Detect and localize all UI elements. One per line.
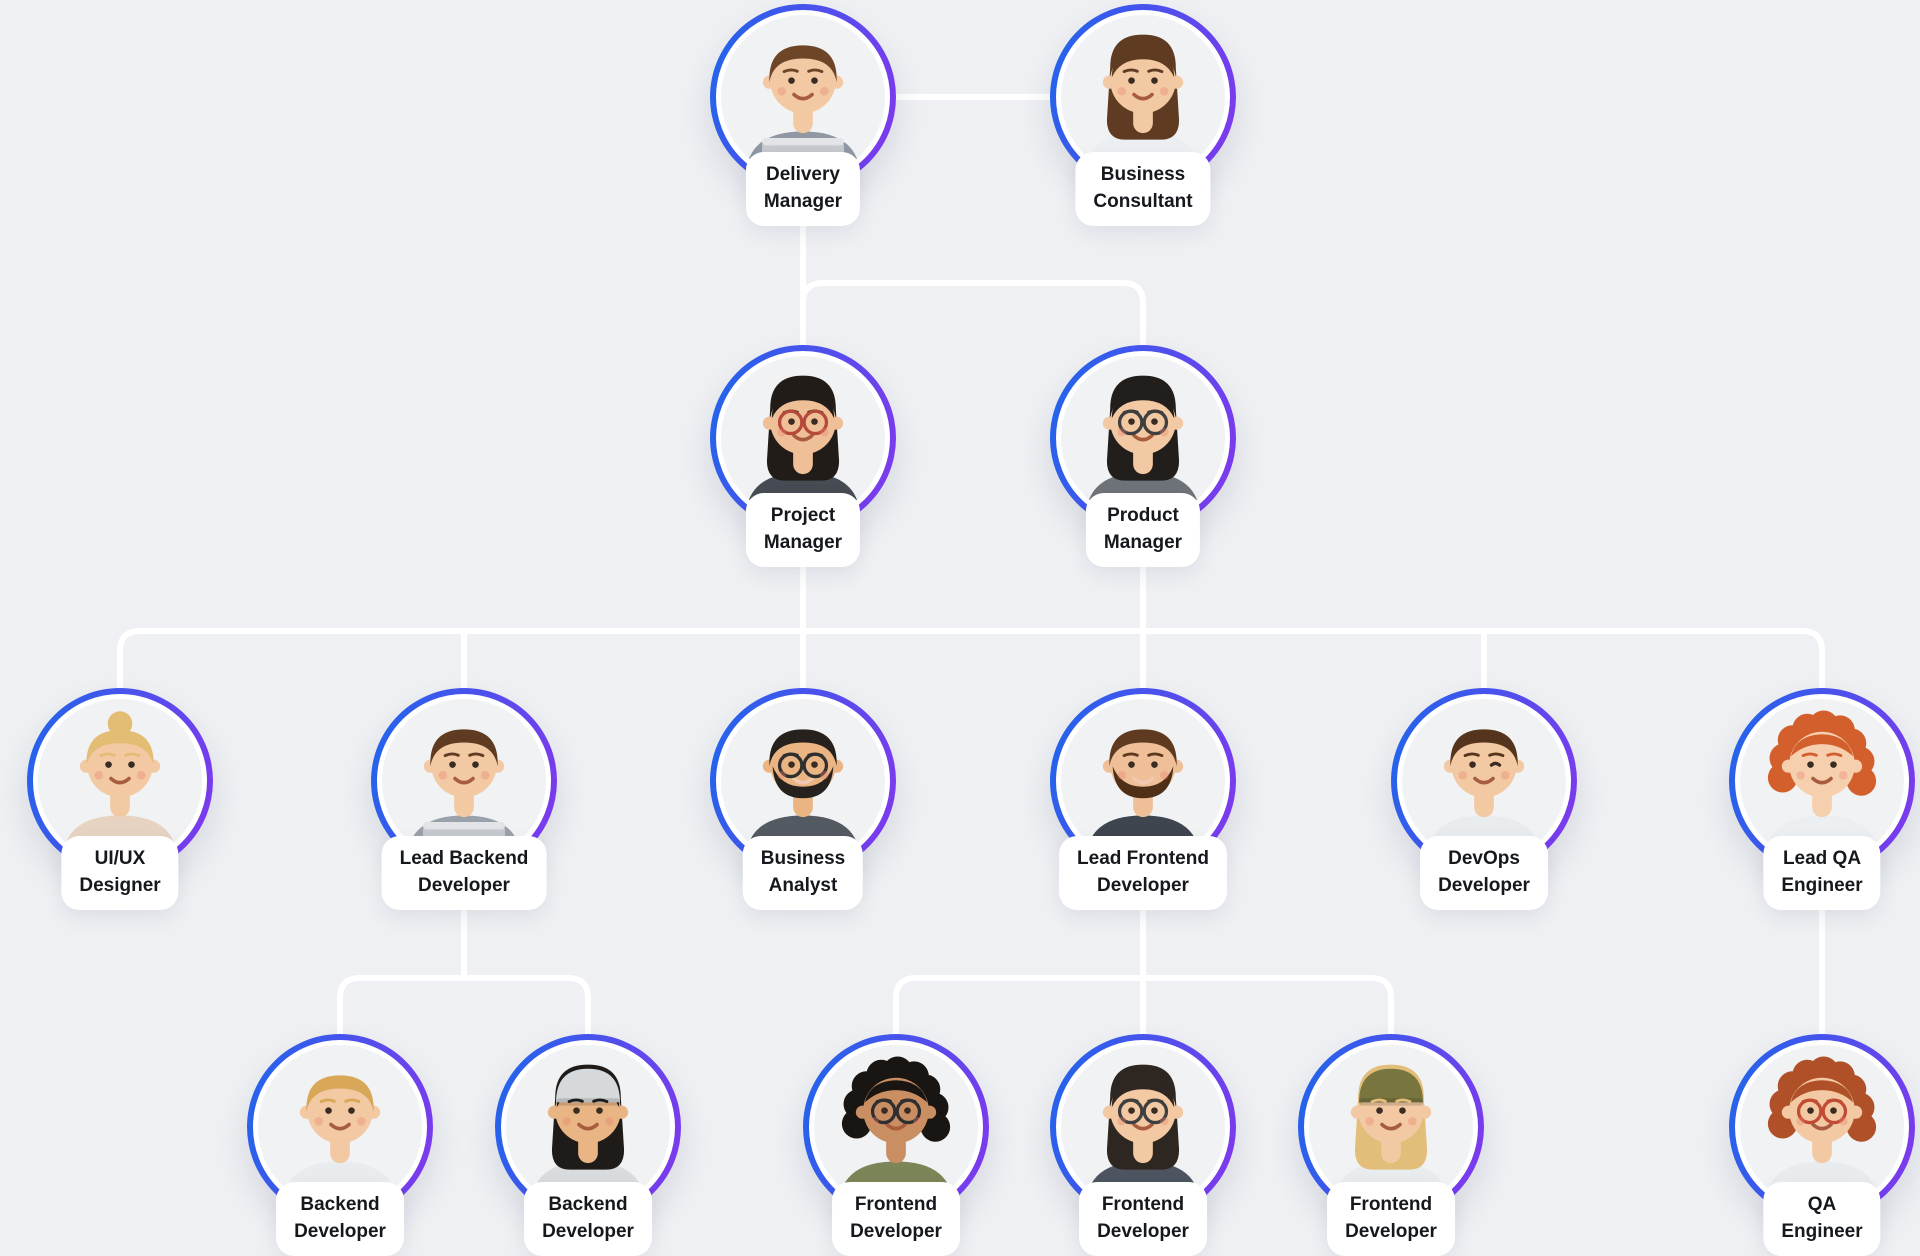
role-line-2: Developer: [1345, 1220, 1437, 1242]
role-line-2: Developer: [418, 874, 510, 896]
role-line-1: Business: [1100, 164, 1186, 185]
role-line-2: Manager: [763, 190, 843, 212]
role-line-1: Lead Frontend: [1077, 848, 1209, 869]
role-line-2: Designer: [79, 874, 161, 896]
avatar-circle: [1304, 1040, 1478, 1214]
avatar-ring: [1298, 1034, 1484, 1220]
role-line-2: Developer: [542, 1220, 634, 1242]
role-label: QA Engineer: [1763, 1182, 1881, 1256]
role-line-1: Backend: [548, 1194, 628, 1215]
role-line-1: Lead QA: [1782, 848, 1862, 869]
role-label: UI/UX Designer: [61, 836, 179, 910]
role-line-1: Backend: [300, 1194, 380, 1215]
role-line-2: Developer: [850, 1220, 942, 1242]
role-line-1: Lead Backend: [399, 848, 529, 869]
memoji-avatar: [1085, 729, 1201, 863]
role-line-1: Business: [760, 848, 846, 869]
role-line-1: DevOps: [1448, 848, 1520, 869]
role-line-2: Engineer: [1781, 874, 1863, 896]
role-line-1: UI/UX: [94, 848, 146, 869]
role-line-2: Manager: [763, 531, 843, 553]
role-line-2: Developer: [294, 1220, 386, 1242]
role-line-1: QA: [1807, 1194, 1837, 1215]
role-line-2: Consultant: [1093, 190, 1193, 212]
role-line-1: Frontend: [854, 1194, 938, 1215]
role-line-1: Project: [770, 505, 836, 526]
avatar-ring: [1729, 1034, 1915, 1220]
role-line-2: Developer: [1438, 874, 1530, 896]
org-node-qa-engineer[interactable]: QA Engineer: [1729, 1034, 1915, 1256]
org-node-uiux-designer[interactable]: UI/UX Designer: [27, 688, 213, 910]
avatar-circle: [1735, 1040, 1909, 1214]
role-line-2: Analyst: [768, 874, 838, 896]
memoji-avatar: [838, 1056, 954, 1209]
role-line-1: Frontend: [1349, 1194, 1433, 1215]
role-line-1: Delivery: [766, 164, 840, 185]
role-line-1: Product: [1107, 505, 1179, 526]
role-line-2: Developer: [1097, 874, 1189, 896]
role-line-2: Engineer: [1781, 1220, 1863, 1242]
memoji-avatar: [1764, 710, 1880, 863]
role-line-2: Manager: [1103, 531, 1183, 553]
org-node-lead-qa-engineer[interactable]: Lead QA Engineer: [1729, 688, 1915, 910]
role-line-2: Developer: [1097, 1220, 1189, 1242]
role-label: Lead QA Engineer: [1763, 836, 1881, 910]
memoji-avatar: [530, 1064, 646, 1209]
role-line-1: Frontend: [1101, 1194, 1185, 1215]
